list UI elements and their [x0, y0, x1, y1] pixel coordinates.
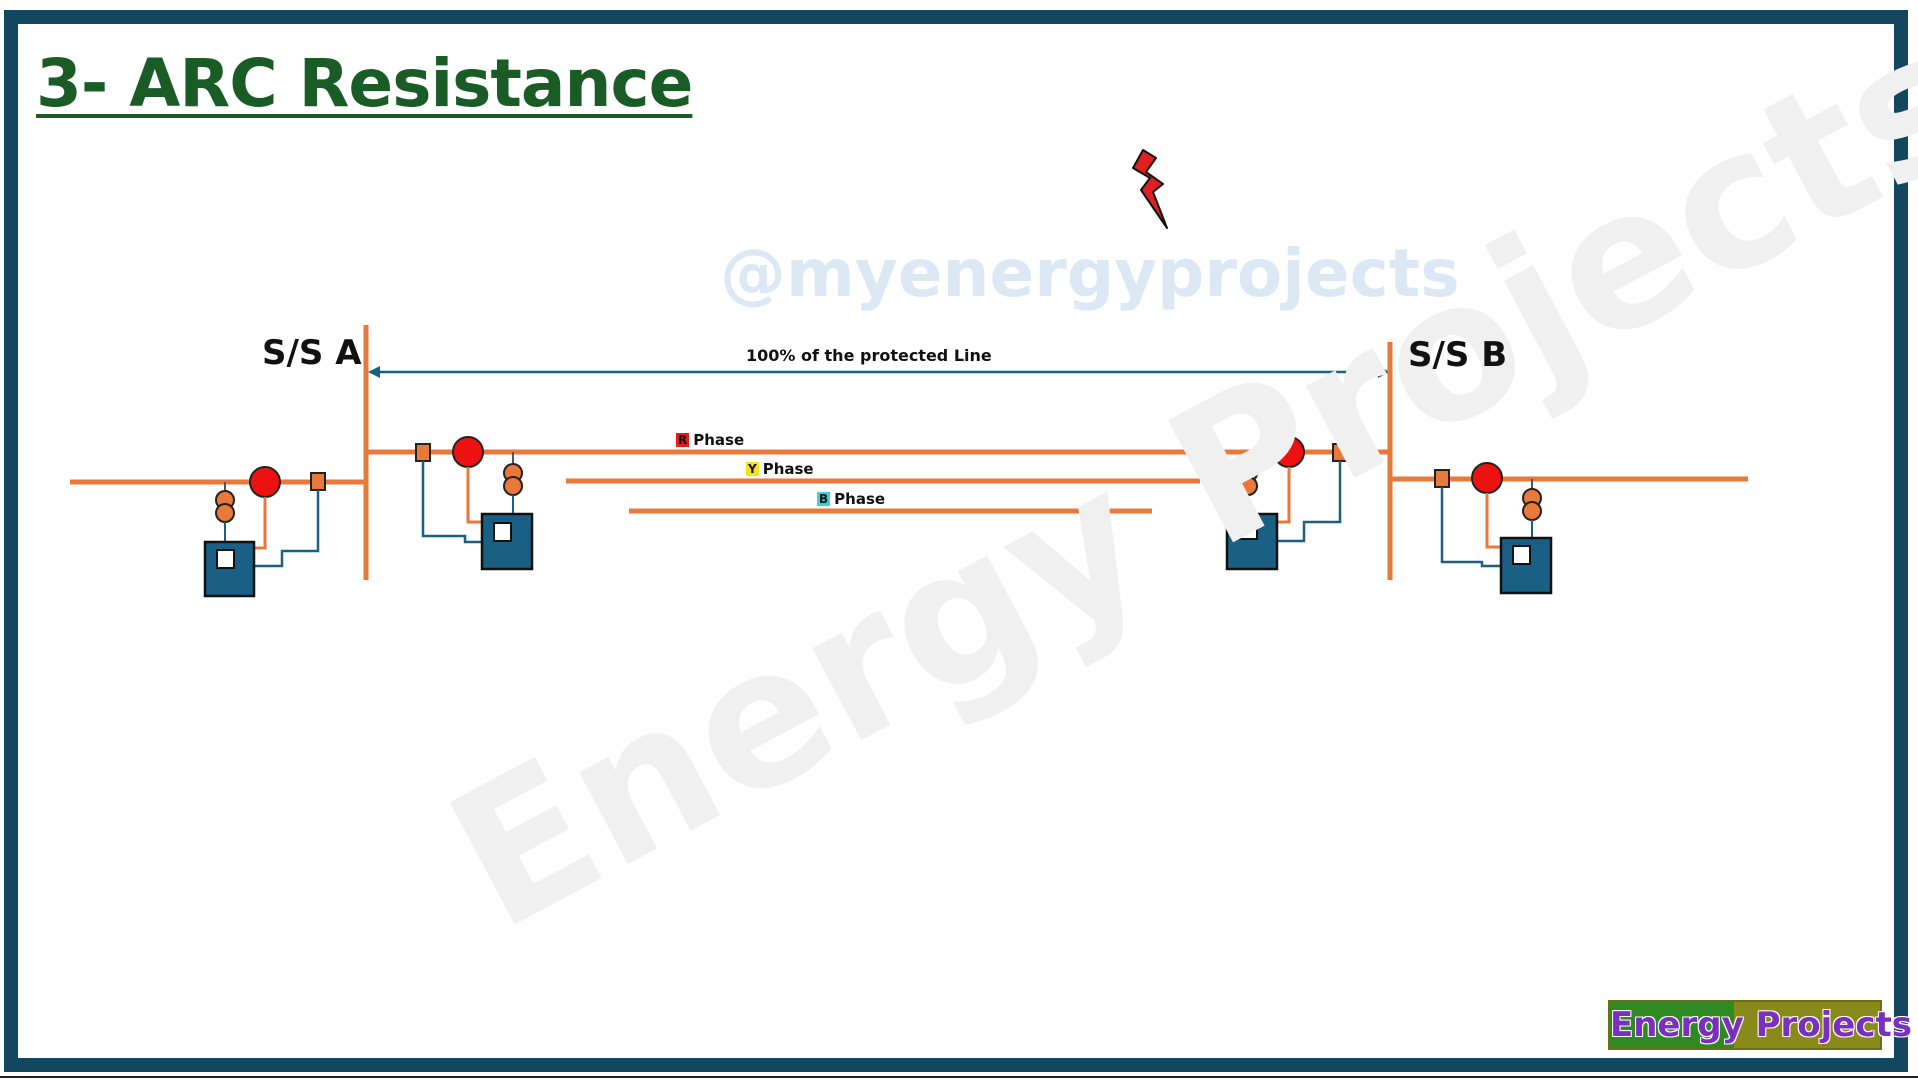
isolator-icon: [310, 472, 326, 491]
bay-right-feeder: [1434, 462, 1553, 595]
lightning-bolt-icon: [1132, 149, 1168, 229]
protected-line-arrow: [368, 366, 1390, 378]
phase-text-y: Phase: [762, 460, 814, 478]
relay-icon: [203, 540, 256, 598]
slide-border: [4, 10, 1908, 1072]
current-transformer-icon: [1238, 452, 1258, 515]
phase-tag-r: R: [676, 433, 690, 447]
relay-icon: [1499, 536, 1553, 595]
brand-logo: Energy Projects: [1608, 1000, 1912, 1050]
phase-label-b: B Phase: [817, 490, 885, 508]
phase-tag-b: B: [817, 492, 831, 506]
relay-icon: [1225, 512, 1279, 571]
relay-icon: [480, 512, 534, 571]
bay-line-end-a: [415, 436, 534, 571]
substation-b-label: S/S B: [1408, 335, 1508, 375]
current-transformer-icon: [1522, 479, 1542, 540]
page-title: 3- ARC Resistance: [36, 45, 693, 122]
brand-text: Energy Projects: [1610, 1005, 1912, 1045]
current-transformer-icon: [503, 452, 523, 515]
bay-line-end-b: [1225, 436, 1348, 571]
phase-text-b: Phase: [834, 490, 886, 508]
circuit-breaker-icon: [452, 436, 484, 468]
phase-label-y: Y Phase: [746, 460, 814, 478]
phase-tag-y: Y: [746, 462, 759, 476]
protected-line-label: 100% of the protected Line: [746, 346, 992, 365]
isolator-icon: [415, 443, 431, 462]
substation-a-label: S/S A: [262, 333, 362, 373]
watermark-handle: @myenergyprojects: [720, 235, 1460, 312]
phase-text-r: Phase: [693, 431, 745, 449]
phase-label-r: R Phase: [676, 431, 744, 449]
circuit-breaker-icon: [1471, 462, 1503, 494]
bay-left-feeder: [203, 466, 326, 598]
current-transformer-icon: [215, 482, 235, 542]
circuit-breaker-icon: [249, 466, 281, 498]
